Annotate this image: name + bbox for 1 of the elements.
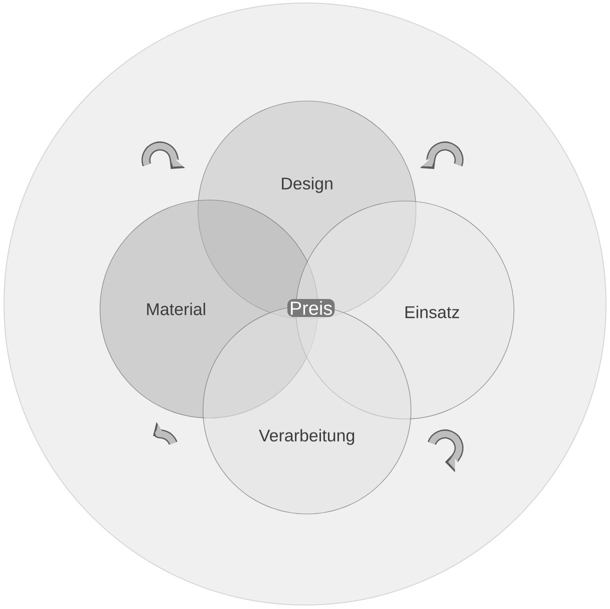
center-label: Preis <box>287 299 335 317</box>
